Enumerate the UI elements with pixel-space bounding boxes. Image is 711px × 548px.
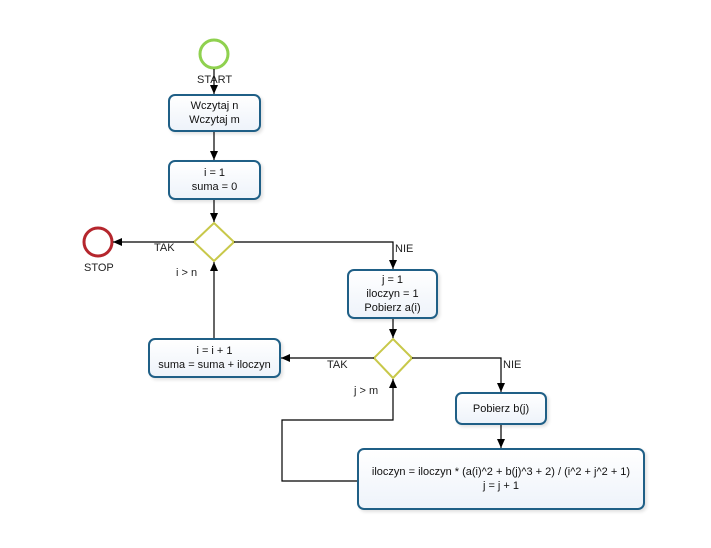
read-b-line: Pobierz b(j) <box>472 402 530 415</box>
arrow-decision-to-inner-init <box>234 241 397 269</box>
outer-condition-label: i > n <box>176 267 198 279</box>
read-n-m-box: Wczytaj n Wczytaj m <box>168 94 261 132</box>
read-a-line: Pobierz a(i) <box>364 302 421 314</box>
outer-no-label: NIE <box>395 243 414 255</box>
inner-no-label: NIE <box>503 359 522 371</box>
outer-yes-label: TAK <box>154 242 175 254</box>
inner-condition-label: j > m <box>354 385 379 397</box>
read-n-line: Wczytaj n <box>190 100 239 112</box>
stop-label: STOP <box>84 262 114 274</box>
init-j-box: j = 1 iloczyn = 1 Pobierz a(i) <box>347 269 438 319</box>
inner-yes-label: TAK <box>327 359 348 371</box>
update-suma-line: suma = suma + iloczyn <box>158 359 271 371</box>
init-suma-line: suma = 0 <box>191 181 238 193</box>
decision-inner-diamond <box>372 337 414 380</box>
update-i-line: i = i + 1 <box>196 345 233 357</box>
init-i-line: i = 1 <box>203 167 226 179</box>
stop-event <box>82 226 114 258</box>
read-m-line: Wczytaj m <box>189 114 240 126</box>
init-iloczyn-line: iloczyn = 1 <box>366 288 419 300</box>
update-j-line: j = j + 1 <box>482 480 520 492</box>
init-j-line: j = 1 <box>381 274 404 286</box>
update-i-box: i = i + 1 suma = suma + iloczyn <box>148 338 281 378</box>
arrow-update-j-loop <box>281 379 397 482</box>
init-i-box: i = 1 suma = 0 <box>168 160 261 200</box>
read-b-box: Pobierz b(j) <box>455 392 547 425</box>
update-iloczyn-line: iloczyn = iloczyn * (a(i)^2 + b(j)^3 + 2… <box>371 466 631 478</box>
start-event <box>198 38 230 70</box>
arrow-inner-decision-to-read-b <box>412 357 505 392</box>
update-j-box: iloczyn = iloczyn * (a(i)^2 + b(j)^3 + 2… <box>357 448 645 510</box>
decision-outer-diamond <box>192 221 236 263</box>
start-label: START <box>197 74 233 86</box>
